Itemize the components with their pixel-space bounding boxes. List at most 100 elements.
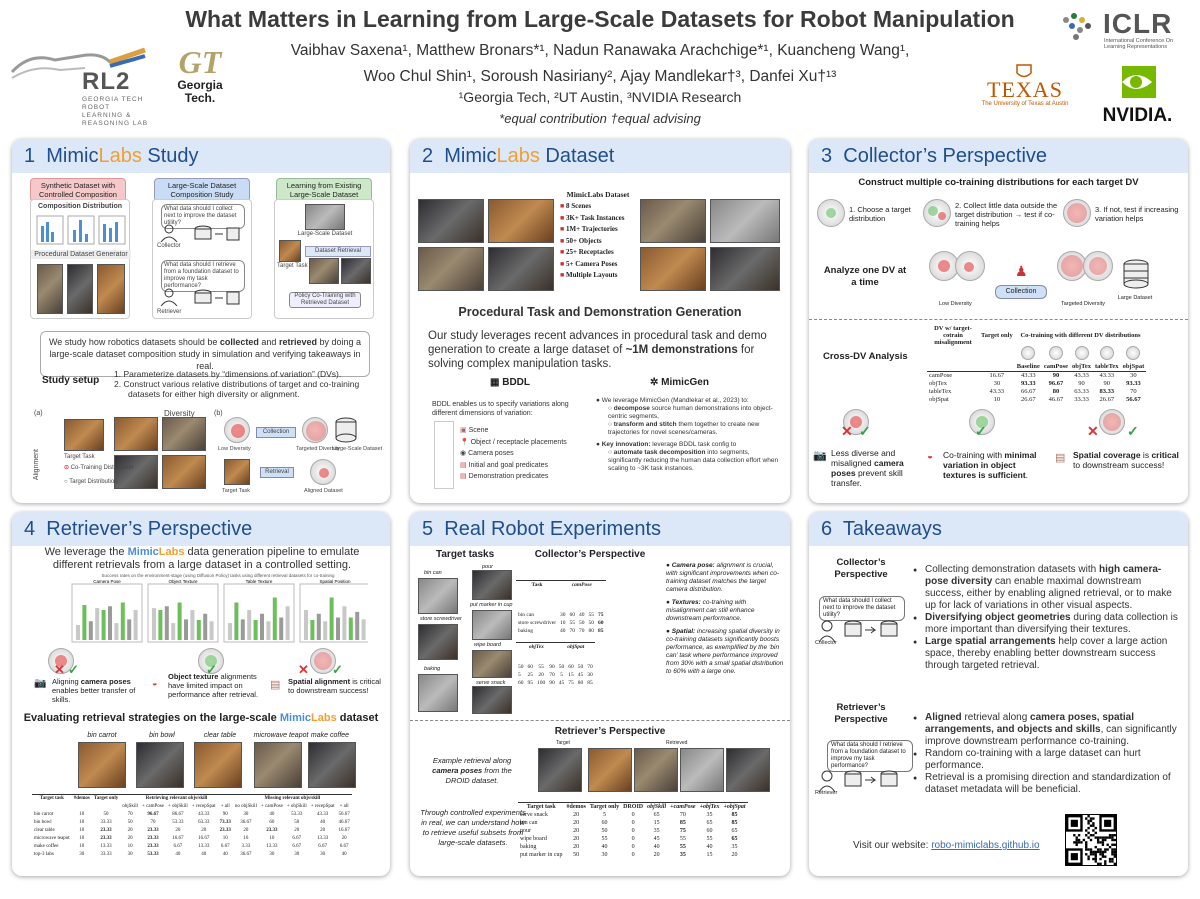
chart-bar <box>266 621 271 640</box>
retrieval-pipeline-figure: Large-Scale Dataset Target Task Dataset … <box>274 199 374 319</box>
controlled-experiments-note: Through controlled experiments in real, … <box>420 808 526 847</box>
panel-title: 4 Retriever’s Perspective <box>12 512 390 546</box>
diversity-alignment-figure: (a) Diversity Alignment Target Task ⊙ Co… <box>33 409 383 494</box>
table-cell: 85 <box>731 820 738 826</box>
table-cell: 6.67 <box>292 844 302 849</box>
step-1: 1. Choose a target distribution <box>849 205 911 223</box>
chart-bar <box>279 617 284 640</box>
table-cell: 30 <box>320 852 326 857</box>
chart-bar <box>247 610 252 640</box>
cross-mark-icon: ✕ <box>841 423 853 439</box>
table-cell: 45 <box>653 836 660 842</box>
cross-dv-label: Cross-DV Analysis <box>823 351 908 362</box>
table-cell: baking <box>518 628 533 634</box>
existing-dataset-box: Learning from Existing Large-Scale Datas… <box>276 178 372 202</box>
table-cell: 60 <box>527 664 534 670</box>
table-cell: 23.33 <box>147 828 159 833</box>
contribution-note: *equal contribution †equal advising <box>499 111 701 126</box>
ut-seal-icon <box>1016 64 1032 78</box>
table-cell: 23.33 <box>100 828 112 833</box>
chart-bar <box>196 620 201 640</box>
table-cell: 40 <box>653 844 660 850</box>
chart-bar <box>260 613 264 640</box>
table-cell: 5 <box>602 812 606 818</box>
table-cell: 20 <box>201 828 207 833</box>
table-cell: 30 <box>587 672 593 678</box>
chart-bar <box>304 610 308 640</box>
table-cell: 30 <box>269 852 275 857</box>
panel-title: 6 Takeaways <box>809 512 1188 546</box>
table-cell: 30 <box>294 852 300 857</box>
table-cell: 90 <box>549 680 555 686</box>
table-cell: 100 <box>537 680 546 686</box>
table-cell: 70 <box>549 672 555 678</box>
qr-code[interactable] <box>1065 814 1117 866</box>
target-image <box>538 748 582 792</box>
iclr-globe-icon <box>1063 13 1091 40</box>
website-link[interactable]: robo-mimiclabs.github.io <box>931 840 1040 851</box>
scene-image-5 <box>640 199 706 243</box>
chart-bar <box>171 623 176 640</box>
table-cell: 5 <box>518 672 521 678</box>
table-cell: 46.67 <box>338 820 350 825</box>
takeaway-texture: Co-training with minimal variation in ob… <box>943 450 1037 480</box>
database-stack-icon <box>194 225 240 241</box>
step-2: 2. Collect little data outside the targe… <box>955 201 1058 228</box>
table-cell: 13.33 <box>198 844 210 849</box>
table-cell: 30 <box>127 852 133 857</box>
check-mark-icon: ✓ <box>1127 423 1139 439</box>
author-list: Vaibhav Saxena¹, Matthew Bronars*¹, Nadu… <box>290 42 910 85</box>
rl2-logo: RL2 GEORGIA TECH ROBOT LEARNING & REASON… <box>10 42 150 127</box>
table-cell: 55 <box>679 844 686 850</box>
table-cell: 70 <box>579 628 585 634</box>
chart-bar <box>342 606 347 640</box>
chart-subplot-title: Table Texture <box>246 579 273 584</box>
table-cell: 50 <box>577 664 584 670</box>
table-cell: 35 <box>706 812 713 818</box>
table-cell: 10 <box>79 820 85 825</box>
table-cell: 55 <box>679 836 686 842</box>
retrieved-image-3 <box>680 748 724 792</box>
composition-distribution-figure: Composition Distribution Procedural Data… <box>30 199 131 319</box>
poster-title: What Matters in Learning from Large-Scal… <box>185 6 1015 32</box>
chart-bar <box>158 610 163 640</box>
table-cell: 15 <box>706 852 713 858</box>
table-cell: 6.67 <box>292 836 302 841</box>
table-cell: 13.33 <box>317 836 329 841</box>
chart-bar <box>240 619 245 640</box>
table-cell: 6.67 <box>173 844 183 849</box>
table-cell: 33.33 <box>100 820 112 825</box>
texture-circle <box>969 409 995 435</box>
table-cell: 0 <box>631 828 635 834</box>
scene-image-6 <box>710 199 780 243</box>
collector-subheading: Collector’s Perspective <box>834 557 888 580</box>
study-setup-list: 1. Parameterize datasets by “dimensions … <box>114 369 360 399</box>
table-cell: 60 <box>269 820 275 825</box>
targeted-div-circle-a <box>1057 251 1087 281</box>
table-cell: 73.33 <box>219 820 231 825</box>
poster-header: RL2 GEORGIA TECH ROBOT LEARNING & REASON… <box>0 0 1200 132</box>
step-3: 3. If not, test if increasing variation … <box>1095 205 1179 223</box>
table-cell: 60 <box>518 680 524 686</box>
table-cell: 16.67 <box>198 836 210 841</box>
table-cell: 0 <box>631 852 635 858</box>
chart-bar <box>323 621 328 640</box>
real-task-images: bin can pour put marker in cup store scr… <box>418 564 518 716</box>
table-cell: 33.33 <box>100 852 112 857</box>
panel-title: 1 MimicLabs Study <box>12 139 390 173</box>
table-cell: 75 <box>679 828 686 834</box>
section-divider <box>410 720 790 721</box>
mimicgen-description: ● We leverage MimicGen (Mandlekar et al.… <box>596 397 779 472</box>
table-cell: 75 <box>598 612 604 618</box>
table-cell: 20 <box>320 828 326 833</box>
table-cell: 16.67 <box>338 828 350 833</box>
chart-bar <box>209 621 214 640</box>
spatial-circle <box>1099 409 1125 435</box>
